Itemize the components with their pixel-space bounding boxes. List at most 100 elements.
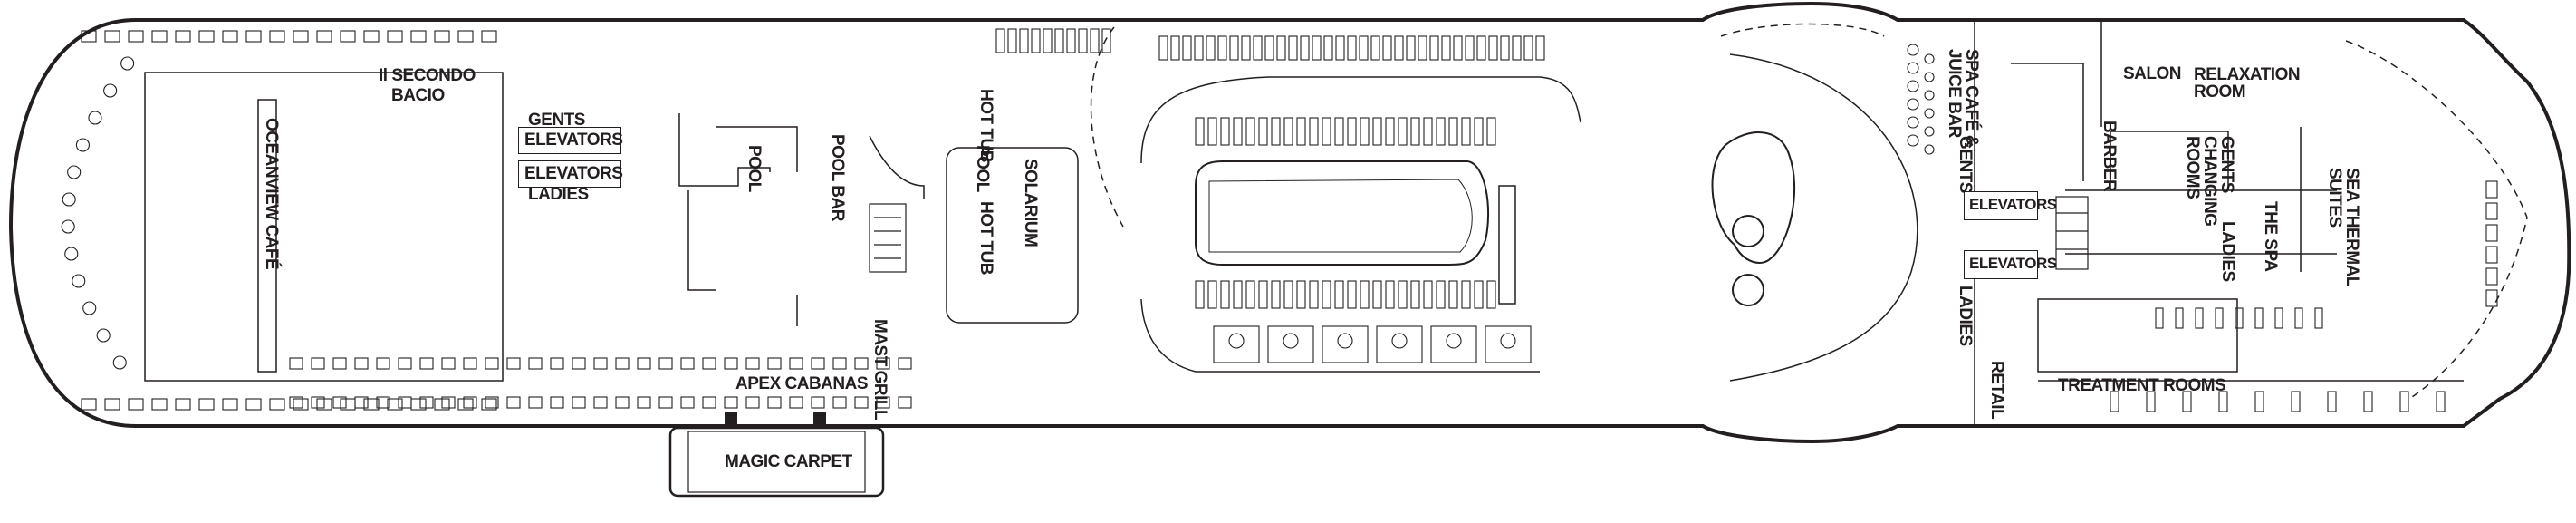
- hot-tub-2: [1732, 274, 1764, 306]
- sun-lounger: [1312, 35, 1322, 61]
- spa-cafe-table: [1907, 98, 1919, 111]
- sun-lounger: [1423, 280, 1433, 309]
- label-oceanview-cafe: OCEANVIEW CAFÉ: [262, 118, 281, 270]
- main-pool-inner: [1208, 179, 1473, 253]
- treatment-bed: [2110, 391, 2119, 412]
- sun-lounger: [1229, 35, 1239, 61]
- spa-cafe-table: [1924, 53, 1935, 64]
- elevators-fwd-1[interactable]: ELEVATORS: [518, 127, 623, 154]
- cafe-table: [485, 357, 499, 370]
- deck-edge-dashed: [1090, 23, 2528, 400]
- label-hot-tub-2: HOT TUB: [976, 201, 995, 275]
- cafe-table: [340, 30, 356, 43]
- cafe-table: [151, 398, 168, 411]
- cafe-table: [680, 396, 695, 409]
- elevators-aft-1[interactable]: ELEVATORS: [1964, 191, 2057, 220]
- sun-lounger: [1500, 35, 1510, 61]
- sun-lounger: [1233, 117, 1243, 146]
- sun-lounger: [1264, 35, 1274, 61]
- cafe-table: [410, 30, 427, 43]
- sun-lounger: [1019, 28, 1029, 53]
- sun-lounger: [1360, 280, 1370, 309]
- sun-lounger: [1323, 35, 1333, 61]
- cafe-table: [104, 30, 120, 43]
- cafe-table: [293, 30, 309, 43]
- sun-lounger: [1258, 117, 1268, 146]
- sun-lounger: [1476, 35, 1486, 61]
- cafe-table: [363, 30, 380, 43]
- thermal-lounger: [2485, 289, 2498, 307]
- thermal-lounger: [2485, 202, 2498, 220]
- cabana-daybed: [1228, 333, 1245, 349]
- treatment-bed: [2363, 391, 2373, 412]
- cafe-table: [316, 30, 332, 43]
- treatment-bed: [2327, 391, 2337, 412]
- cafe-table: [767, 396, 782, 409]
- sun-lounger: [1474, 117, 1484, 146]
- round-table: [72, 274, 86, 288]
- elevators-fwd-2[interactable]: ELEVATORS: [518, 160, 623, 188]
- oceanview-cafe-interior: [144, 72, 504, 382]
- sun-lounger: [1370, 35, 1380, 61]
- label-solarium-pool: POOL: [973, 145, 992, 192]
- cafe-table: [572, 396, 586, 409]
- round-table: [62, 192, 76, 207]
- apex-cabana: [1322, 325, 1369, 363]
- cafe-table: [506, 357, 521, 370]
- aft-stairs: [2055, 196, 2089, 270]
- sun-lounger: [1436, 117, 1446, 146]
- sun-lounger: [1194, 35, 1204, 61]
- cafe-table: [481, 398, 497, 411]
- label-barber: BARBER: [2100, 121, 2119, 192]
- cafe-table: [528, 357, 543, 370]
- sun-lounger: [1300, 35, 1310, 61]
- sun-lounger: [1398, 280, 1408, 309]
- treatment-bed: [2314, 307, 2323, 329]
- treatment-bed: [2399, 391, 2409, 412]
- sun-lounger: [1271, 280, 1281, 309]
- cabana-daybed: [1283, 333, 1299, 349]
- cafe-table: [222, 30, 238, 43]
- spa-cafe-table: [1907, 62, 1919, 74]
- elevators-aft-2[interactable]: ELEVATORS: [1964, 250, 2057, 279]
- cafe-table: [245, 30, 262, 43]
- cabana-daybed: [1446, 333, 1462, 349]
- spa-cafe-table: [1907, 80, 1919, 92]
- cafe-table: [332, 396, 347, 409]
- cafe-table: [376, 357, 390, 370]
- round-table: [112, 355, 127, 370]
- cafe-table: [898, 357, 912, 370]
- sun-lounger: [1206, 35, 1216, 61]
- cafe-table: [198, 30, 215, 43]
- cafe-table: [854, 396, 869, 409]
- sun-lounger: [1283, 280, 1293, 309]
- sun-lounger: [1523, 35, 1533, 61]
- sun-lounger: [1488, 35, 1498, 61]
- spa-cafe-table: [1924, 126, 1935, 137]
- spa-cafe-table: [1924, 72, 1935, 82]
- round-table: [88, 111, 102, 125]
- apex-cabana: [1430, 325, 1477, 363]
- sun-lounger: [1245, 280, 1255, 309]
- sun-lounger: [1441, 35, 1451, 61]
- cafe-table: [811, 357, 825, 370]
- sun-lounger: [1436, 280, 1446, 309]
- label-il-secondo-bacio-2: BACIO: [391, 86, 445, 105]
- round-table: [64, 247, 79, 261]
- treatment-bed: [2254, 391, 2264, 412]
- sun-lounger: [1090, 28, 1100, 53]
- sun-lounger: [1195, 117, 1205, 146]
- cabana-daybed: [1391, 333, 1408, 349]
- label-elevators-fwd-1: ELEVATORS: [524, 131, 623, 150]
- cafe-table: [376, 396, 390, 409]
- sun-lounger: [1195, 280, 1205, 309]
- label-gents-aft: GENTS: [1956, 136, 1975, 193]
- sun-lounger: [1347, 280, 1357, 309]
- cafe-table: [724, 396, 738, 409]
- cafe-table: [637, 396, 651, 409]
- fwd-core-block: [946, 147, 1079, 324]
- label-ladies-aft: LADIES: [1956, 286, 1975, 346]
- cafe-table: [876, 357, 890, 370]
- cafe-table: [293, 398, 309, 411]
- pool-deck-outline: [1140, 76, 1581, 373]
